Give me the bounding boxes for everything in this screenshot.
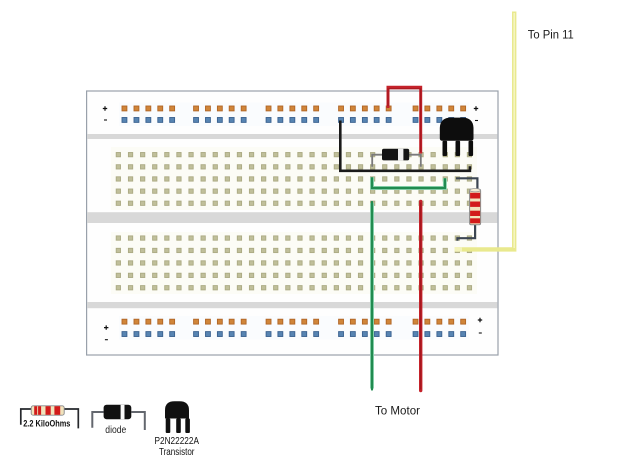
svg-text:diode: diode [105, 424, 126, 436]
svg-text:P2N22222A: P2N22222A [155, 435, 200, 447]
svg-text:2.2 KiloOhms: 2.2 KiloOhms [23, 418, 70, 429]
svg-text:To Motor: To Motor [375, 406, 420, 418]
svg-text:Transistor: Transistor [159, 446, 195, 458]
svg-text:To Pin 11: To Pin 11 [528, 29, 574, 41]
